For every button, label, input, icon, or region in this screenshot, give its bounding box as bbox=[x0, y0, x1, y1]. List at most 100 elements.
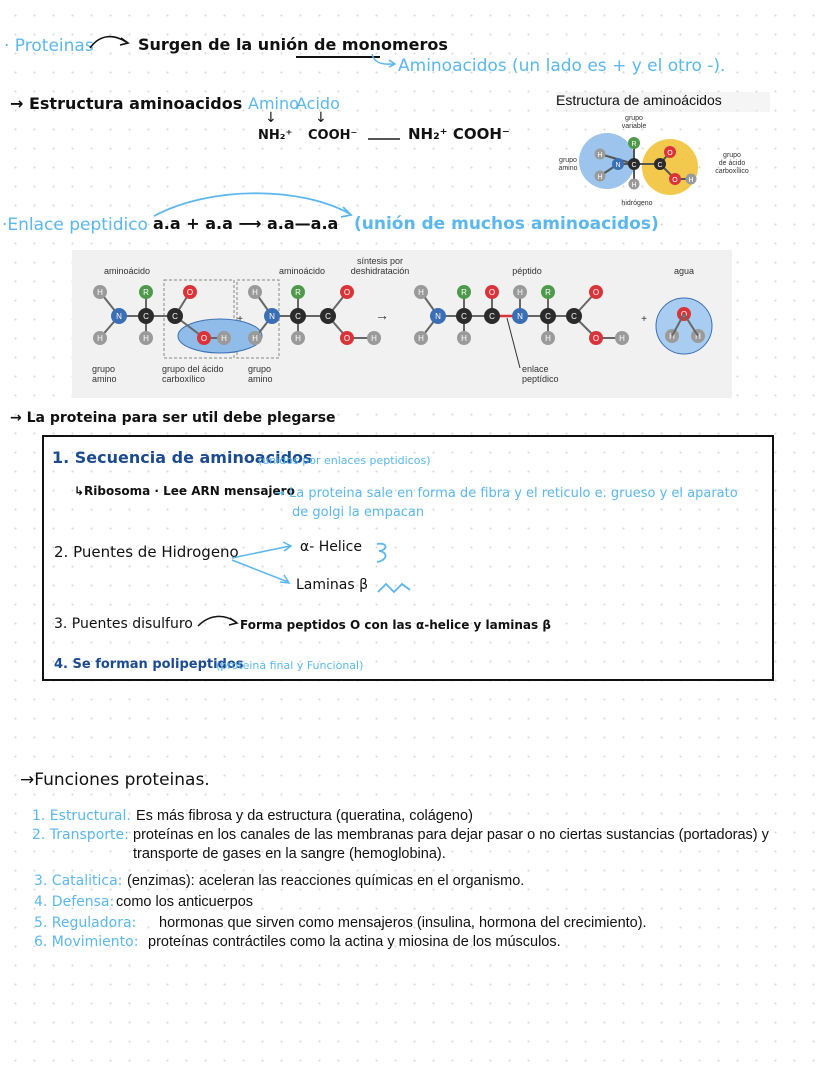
svg-text:peptídico: peptídico bbox=[522, 374, 559, 384]
r-atom bbox=[628, 137, 640, 149]
item1-title: 1. Secuencia de aminoacidos bbox=[52, 448, 313, 467]
svg-text:R: R bbox=[295, 288, 301, 297]
svg-text:O: O bbox=[593, 334, 599, 343]
c-atom bbox=[628, 158, 640, 170]
h-atom bbox=[594, 170, 606, 182]
branch-arrows-icon bbox=[231, 541, 293, 584]
svg-text:N: N bbox=[269, 312, 275, 321]
svg-text:H: H bbox=[418, 288, 424, 297]
nh2-label: NH₂⁺ bbox=[258, 128, 293, 143]
ribosoma-text: ↳Ribosoma · Lee ARN mensajero bbox=[74, 484, 295, 498]
svg-text:C: C bbox=[545, 312, 551, 321]
enlace-title: ·Enlace peptidico bbox=[2, 215, 148, 235]
o-atom bbox=[669, 173, 681, 185]
o-atom bbox=[664, 146, 676, 158]
svg-text:grupo: grupo bbox=[723, 152, 741, 159]
amino-label: Amino bbox=[248, 94, 299, 113]
svg-text:H: H bbox=[597, 174, 602, 181]
svg-text:hidrógeno: hidrógeno bbox=[621, 200, 652, 207]
funcion-1-text: Es más fibrosa y da estructura (queratin… bbox=[136, 808, 473, 824]
svg-text:N: N bbox=[435, 312, 441, 321]
svg-text:O: O bbox=[344, 288, 350, 297]
svg-text:N: N bbox=[116, 312, 122, 321]
diagram-title: Estructura de aminoácidos bbox=[556, 92, 722, 108]
svg-text:amino: amino bbox=[92, 374, 117, 384]
svg-text:+: + bbox=[641, 314, 647, 325]
svg-text:H: H bbox=[631, 182, 636, 189]
proteinas-heading: · Proteinas bbox=[4, 36, 94, 56]
svg-text:H: H bbox=[97, 334, 103, 343]
svg-text:H: H bbox=[461, 334, 467, 343]
svg-text:H: H bbox=[97, 288, 103, 297]
svg-text:grupo: grupo bbox=[559, 157, 577, 164]
ribosoma-note-2: de golgi la empacan bbox=[292, 505, 425, 520]
svg-text:C: C bbox=[461, 312, 467, 321]
item2-title: 2. Puentes de Hidrogeno bbox=[54, 543, 239, 561]
svg-text:C: C bbox=[143, 312, 149, 321]
svg-text:H: H bbox=[221, 334, 227, 343]
funcion-3-text: (enzimas): aceleran las reacciones quími… bbox=[127, 873, 525, 889]
funcion-4-text: como los anticuerpos bbox=[116, 894, 254, 910]
svg-text:N: N bbox=[517, 312, 523, 321]
down-arrow-icon: ↓ bbox=[265, 110, 277, 126]
grupo-variable-label: grupo bbox=[625, 115, 643, 122]
svg-text:→: → bbox=[375, 307, 389, 323]
enlace-formula: a.a + a.a ⟶ a.a—a.a bbox=[153, 214, 339, 233]
svg-text:carboxílico: carboxílico bbox=[162, 374, 205, 384]
helix-icon bbox=[376, 542, 387, 563]
svg-text:variable: variable bbox=[622, 123, 647, 130]
alfa-helice-label: α- Helice bbox=[300, 539, 362, 555]
svg-text:H: H bbox=[295, 334, 301, 343]
svg-text:de ácido: de ácido bbox=[719, 160, 746, 167]
svg-text:C: C bbox=[657, 162, 662, 169]
svg-text:H: H bbox=[143, 334, 149, 343]
svg-text:+: + bbox=[237, 314, 243, 325]
svg-text:O: O bbox=[187, 288, 193, 297]
cooh-label: COOH⁻ bbox=[308, 128, 358, 143]
h-atom bbox=[685, 173, 697, 185]
c-atom bbox=[654, 158, 666, 170]
svg-text:H: H bbox=[418, 334, 424, 343]
svg-text:amino: amino bbox=[558, 165, 577, 172]
item4-title: 4. Se forman polipeptidos bbox=[54, 657, 244, 672]
svg-text:H: H bbox=[252, 334, 258, 343]
svg-text:O: O bbox=[672, 177, 678, 184]
svg-text:H: H bbox=[695, 332, 701, 341]
svg-text:aminoácido: aminoácido bbox=[104, 266, 150, 276]
svg-text:H: H bbox=[619, 334, 625, 343]
svg-text:H: H bbox=[597, 152, 602, 159]
svg-text:amino: amino bbox=[248, 374, 273, 384]
dash-line bbox=[368, 138, 400, 140]
svg-text:grupo del ácido: grupo del ácido bbox=[162, 364, 224, 374]
item1-note: (unidos por enlaces peptidicos) bbox=[258, 454, 431, 467]
svg-text:C: C bbox=[172, 312, 178, 321]
svg-text:agua: agua bbox=[674, 266, 694, 276]
svg-text:H: H bbox=[371, 334, 377, 343]
svg-text:síntesis por: síntesis por bbox=[357, 256, 403, 266]
svg-text:R: R bbox=[143, 288, 149, 297]
funciones-title: →Funciones proteinas. bbox=[20, 770, 210, 790]
svg-text:H: H bbox=[688, 177, 693, 184]
svg-text:H: H bbox=[517, 288, 523, 297]
funcion-1-label: 1. Estructural. bbox=[32, 808, 131, 824]
estructura-title: → Estructura aminoacidos bbox=[10, 94, 243, 113]
surgen-text: Surgen de la unión de monomeros bbox=[138, 35, 448, 54]
svg-text:O: O bbox=[201, 334, 207, 343]
funcion-2-text-cont: transporte de gases en la sangre (hemogl… bbox=[133, 846, 446, 862]
enlace-note: (unión de muchos aminoacidos) bbox=[354, 214, 659, 234]
funcion-5-text: hormonas que sirven como mensajeros (ins… bbox=[159, 915, 647, 931]
svg-text:C: C bbox=[325, 312, 331, 321]
svg-text:enlace: enlace bbox=[522, 364, 549, 374]
svg-text:H: H bbox=[252, 288, 258, 297]
plegarse-text: → La proteina para ser util debe plegars… bbox=[10, 410, 336, 426]
h-atom bbox=[594, 148, 606, 160]
funcion-3-label: 3. Catalitica: bbox=[34, 873, 123, 889]
svg-text:R: R bbox=[631, 141, 636, 148]
amino-acid-structure-diagram: grupo variable R H H N C C O O H H grupo… bbox=[558, 115, 748, 207]
svg-text:O: O bbox=[593, 288, 599, 297]
svg-text:H: H bbox=[669, 332, 675, 341]
svg-text:H: H bbox=[545, 334, 551, 343]
svg-text:deshidratación: deshidratación bbox=[351, 266, 410, 276]
h-atom bbox=[628, 178, 640, 190]
svg-text:grupo: grupo bbox=[92, 364, 115, 374]
